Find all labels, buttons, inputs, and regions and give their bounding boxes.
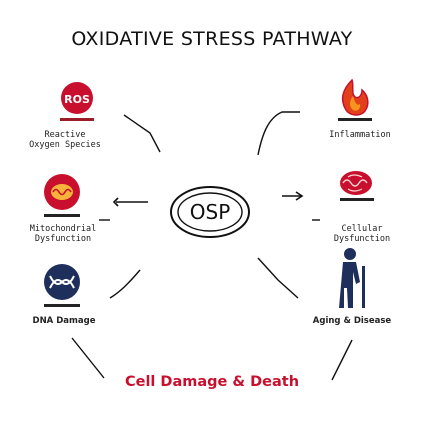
dna-underline [44,304,80,307]
mito-underline [44,214,80,217]
arrow-center-to-aging [257,257,299,299]
ros-icon: ROS [61,82,93,114]
arrow-ros-to-center [123,114,161,153]
arrow-aging-to-outcome [331,339,353,381]
arrow-inflammation-to-center [257,111,300,156]
ros-label: Reactive Oxygen Species [29,130,101,150]
ros-badge-text: ROS [64,93,90,106]
mitochondrial-label: Mitochondrial Dysfunction [29,224,97,244]
aging-label: Aging & Disease [312,316,392,326]
cellular-label: Cellular Dysfunction [333,224,391,244]
flame-underline [338,118,372,121]
outcome-label: Cell Damage & Death [124,374,300,390]
flame-icon [341,78,369,116]
dna-icon [44,264,80,300]
elderly-person-icon [339,248,365,308]
inflammation-label: Inflammation [329,130,391,140]
brain-icon [340,171,372,195]
ros-underline [60,118,94,121]
mitochondria-icon [44,174,80,210]
arrow-dna-to-outcome [71,337,105,379]
page-title: OXIDATIVE STRESS PATHWAY [71,28,353,50]
dna-label: DNA Damage [32,316,96,326]
arrow-center-to-dna [109,269,141,299]
osp-inner-ring [177,192,243,232]
osp-center-label: OSP [189,200,231,224]
brain-underline [340,198,374,201]
